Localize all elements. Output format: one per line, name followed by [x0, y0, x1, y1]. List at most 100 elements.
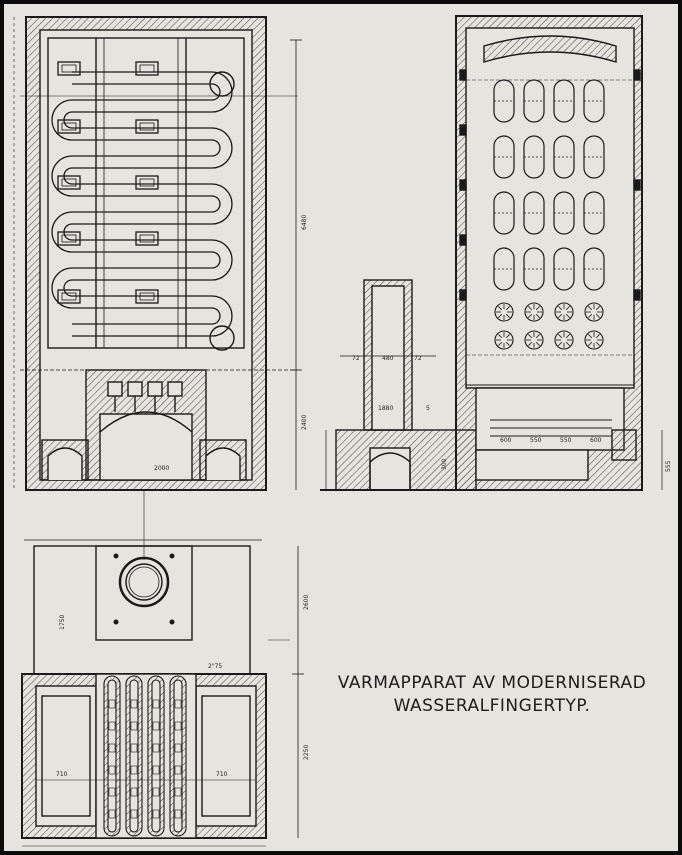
- burner-spoke: [565, 306, 570, 311]
- tube-bend-inner: [211, 83, 221, 101]
- inspection-door: [57, 119, 81, 134]
- dim-section-left: 300: [441, 458, 448, 470]
- door-inner: [61, 64, 77, 73]
- inspection-door: [57, 289, 81, 304]
- dim-plan-corner: 2"75: [208, 663, 222, 670]
- drawing-title-line-1: VARMAPPARAT AV MODERNISERAD: [337, 673, 647, 693]
- plan-tube-bore: [107, 679, 117, 833]
- door-inner: [139, 122, 155, 131]
- door-inner: [61, 234, 77, 243]
- door-inner: [139, 178, 155, 187]
- tube-bend-inner: [211, 307, 221, 325]
- burner-spoke: [588, 341, 593, 346]
- burner-spoke: [565, 334, 570, 339]
- burner-spoke: [595, 306, 600, 311]
- plan-tube-slot: [174, 743, 182, 753]
- burner-spoke: [498, 306, 503, 311]
- chimney-section: [320, 279, 640, 491]
- tube-bend-inner: [63, 279, 73, 297]
- door-inner: [139, 292, 155, 301]
- inspection-door: [135, 289, 159, 304]
- plan-tube-slot: [108, 765, 116, 775]
- plan-tube-slot: [108, 809, 116, 819]
- plan-tube-slot: [174, 765, 182, 775]
- burner-spoke: [558, 334, 563, 339]
- burner-rosette: [524, 330, 544, 350]
- dim-plan-upper: 2600: [303, 595, 310, 610]
- inspection-doors: [57, 61, 159, 304]
- drawing-title-line-2: WASSERALFINGERTYP.: [393, 696, 591, 716]
- burner-spoke: [595, 334, 600, 339]
- dim-grate-4: 600: [590, 437, 602, 444]
- burner-spoke: [565, 313, 570, 318]
- plan-tube-slot: [152, 743, 160, 753]
- burner-block: [167, 381, 183, 397]
- plan-tube-slot: [108, 743, 116, 753]
- plan-tube-slot: [130, 809, 138, 819]
- plan-tube-slot: [152, 809, 160, 819]
- burner-spoke: [528, 334, 533, 339]
- plan-tube-slot: [130, 765, 138, 775]
- burner-spoke: [498, 341, 503, 346]
- serpentine-tubes: [51, 71, 233, 337]
- tube-bend-outer: [211, 127, 233, 169]
- burner-spoke: [595, 313, 600, 318]
- plan-tube-slot: [174, 721, 182, 731]
- burner-spoke: [528, 306, 533, 311]
- dim-flue: 5: [426, 405, 430, 412]
- tube-bend-outer: [51, 267, 73, 309]
- burner-spoke: [595, 341, 600, 346]
- plan-tube-slot: [152, 699, 160, 709]
- tube-bend-inner: [211, 139, 221, 157]
- burner-spoke: [588, 334, 593, 339]
- tube-bend-outer: [51, 211, 73, 253]
- dim-plan-side-1: 710: [56, 771, 68, 778]
- plan-view: [21, 490, 304, 847]
- plan-tube-slot: [174, 699, 182, 709]
- burner-spoke: [535, 341, 540, 346]
- plan-tube-slot: [152, 787, 160, 797]
- burner-spoke: [588, 313, 593, 318]
- inspection-door: [135, 175, 159, 190]
- plan-tube-slot: [152, 721, 160, 731]
- burner-spoke: [558, 306, 563, 311]
- inspection-door: [57, 231, 81, 246]
- plan-tube-slot: [130, 743, 138, 753]
- dim-front-upper: 6480: [301, 215, 308, 230]
- burner-spoke: [535, 334, 540, 339]
- burner-spoke: [535, 306, 540, 311]
- burner-block: [107, 381, 123, 397]
- side-section-view: [455, 15, 663, 491]
- burner-spoke: [498, 313, 503, 318]
- inspection-door: [57, 61, 81, 76]
- plan-tube-bore: [129, 679, 139, 833]
- dim-chimney-left: 72: [352, 355, 360, 362]
- burner-rosette: [584, 330, 604, 350]
- dim-plan-chimney: 1750: [59, 615, 66, 630]
- burner-spoke: [505, 341, 510, 346]
- plan-tube-bore: [151, 679, 161, 833]
- dim-section-base: 555: [665, 460, 672, 472]
- dim-front-base: 2000: [154, 465, 169, 472]
- door-inner: [61, 178, 77, 187]
- burner-spoke: [588, 306, 593, 311]
- tube-bend-outer: [211, 183, 233, 225]
- dim-grate-2: 550: [530, 437, 542, 444]
- burner-rosette: [554, 330, 574, 350]
- dim-grate-3: 550: [560, 437, 572, 444]
- plan-tube-slot: [108, 721, 116, 731]
- dim-chimney-height: 1880: [378, 405, 393, 412]
- burner-spoke: [558, 341, 563, 346]
- inspection-door: [135, 119, 159, 134]
- tube-bend-inner: [211, 195, 221, 213]
- burner-spoke: [498, 334, 503, 339]
- plan-tube-slot: [130, 699, 138, 709]
- tube-bend-outer: [211, 71, 233, 113]
- burner-spoke: [535, 313, 540, 318]
- dim-grate-1: 600: [500, 437, 512, 444]
- inspection-door: [57, 175, 81, 190]
- tube-bend-outer: [211, 239, 233, 281]
- plan-tube-slot: [108, 787, 116, 797]
